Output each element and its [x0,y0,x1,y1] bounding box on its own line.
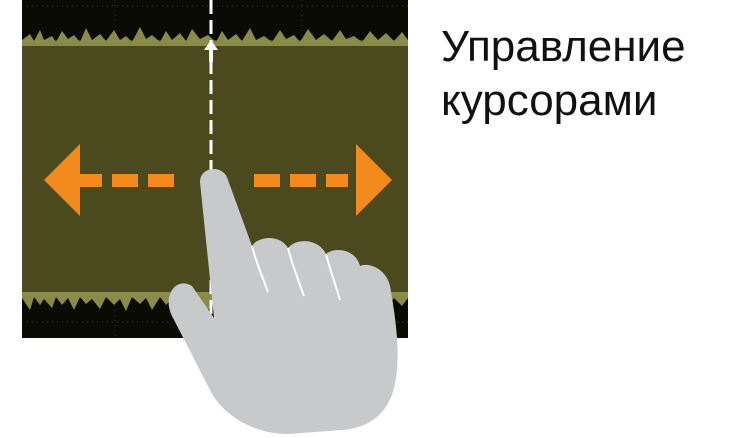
waveform-top-edge [22,27,408,46]
cursor-handle-icon[interactable] [204,40,218,62]
oscilloscope-screen[interactable] [22,0,408,338]
waveform-band [22,40,408,298]
caption-line-2: курсорами [441,76,658,125]
waveform-display [22,0,408,338]
caption-line-1: Управление [441,22,686,71]
page-title: Управление курсорами [441,20,721,128]
